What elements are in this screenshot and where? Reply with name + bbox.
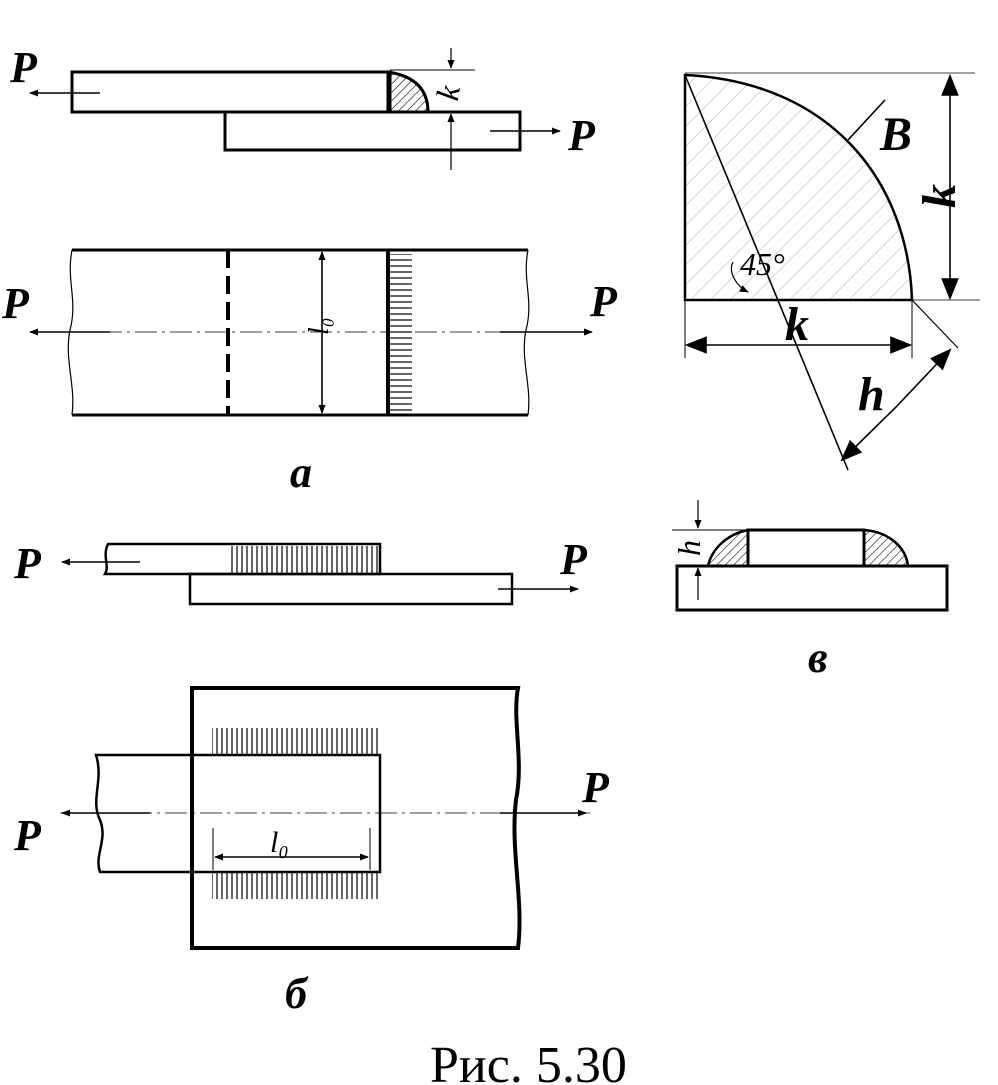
angle-label: 45° — [740, 246, 785, 282]
diagram-b-side-view: P P — [13, 535, 588, 606]
caption-a: а — [290, 448, 312, 497]
flank-weld-top-ticks — [212, 728, 378, 754]
flank-weld-bottom-ticks — [212, 873, 378, 899]
weld-left-v — [706, 528, 750, 568]
h-dim — [896, 348, 952, 407]
force-label-a1-left: P — [9, 43, 38, 92]
l0-label-b: l₀ — [270, 826, 289, 859]
weld-section-detail: k k h B 45° — [683, 72, 980, 471]
upper-plate — [70, 70, 392, 114]
break-line-left — [67, 249, 74, 416]
weld-quarter-section — [683, 73, 914, 302]
lower-plate — [223, 110, 522, 152]
break-line-right — [523, 249, 530, 416]
lower-plate-b — [188, 572, 514, 606]
diagram-v: h — [671, 500, 949, 612]
k-label-a: k — [429, 82, 467, 103]
throat-line — [684, 74, 849, 471]
caption-v: в — [808, 633, 828, 682]
diagram-b-plan-view: l₀ P P — [13, 686, 610, 950]
k-label-vertical: k — [913, 184, 966, 208]
force-label-b1-left: P — [13, 539, 42, 588]
force-label-a1-right: P — [567, 111, 596, 160]
figure-caption: Рис. 5.30 — [430, 1037, 627, 1085]
hypotenuse-ext — [911, 299, 959, 349]
diagram-a-side-view: k P P — [9, 43, 596, 170]
h-dim-2 — [840, 405, 898, 462]
caption-b: б — [285, 969, 309, 1018]
narrow-plate-b — [94, 753, 382, 874]
h-label-v: h — [671, 540, 707, 556]
l0-label-a: l₀ — [304, 317, 335, 335]
top-plate-v — [746, 528, 866, 568]
k-label-horizontal: k — [785, 298, 809, 351]
wide-plate-b — [190, 686, 522, 950]
fillet-weld-section — [386, 70, 430, 114]
angle-arc — [730, 261, 749, 293]
force-label-b2-left: P — [13, 811, 42, 860]
h-label: h — [858, 368, 885, 421]
force-label-b2-right: P — [581, 763, 610, 812]
force-label-a2-right: P — [589, 277, 618, 326]
b-label: B — [879, 108, 912, 161]
base-plate-v — [675, 564, 949, 612]
force-label-a2-left: P — [1, 279, 30, 328]
force-label-b1-right: P — [559, 535, 588, 584]
weld-seam-ticks — [390, 254, 412, 412]
flank-weld-ticks-b — [228, 546, 378, 573]
diagram-a-plan-view: l₀ P P — [1, 248, 618, 417]
weld-right-v — [862, 528, 910, 568]
b-leader — [847, 99, 886, 141]
